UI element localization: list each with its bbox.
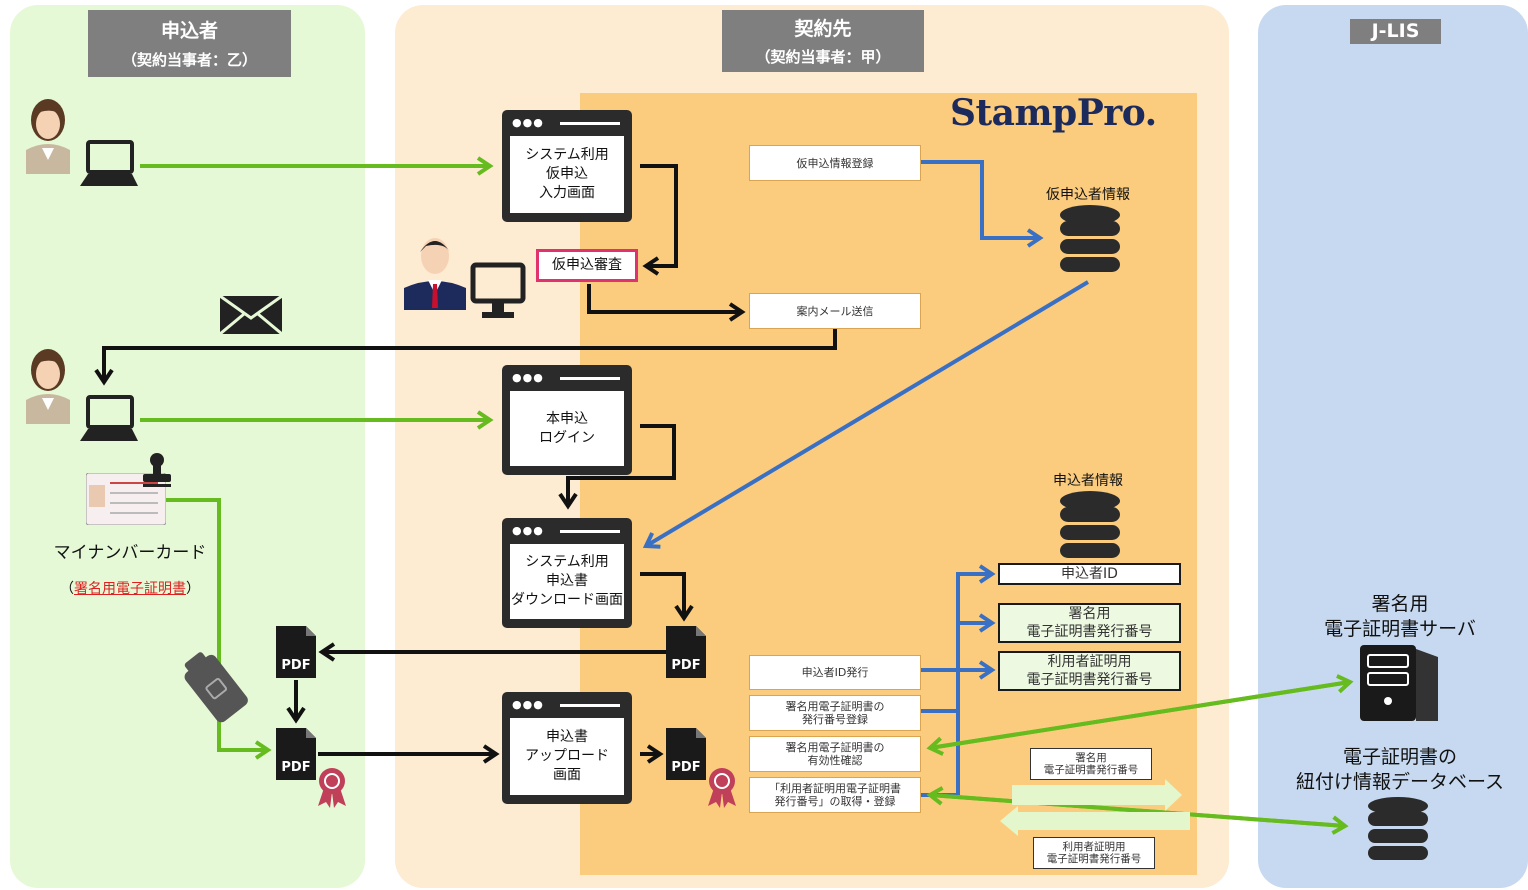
contractor-header-subtitle: （契約当事者：甲） — [755, 48, 891, 66]
applicant-db-icon — [1058, 490, 1122, 560]
screen-upload-label: 申込書 アップロード 画面 — [510, 718, 624, 795]
arrow-login-to-download — [558, 424, 676, 510]
transfer-arrow-right — [1012, 779, 1182, 811]
pdf-label: PDF — [671, 760, 701, 775]
field-user-cert-no: 利用者証明用 電子証明書発行番号 — [998, 651, 1181, 691]
pdf-label: PDF — [281, 658, 311, 673]
pdf-icon-download: PDF — [666, 626, 706, 678]
arrow-to-pdf — [640, 572, 694, 622]
arrow-card-to-pdf — [166, 498, 272, 760]
stamp-icon — [140, 452, 174, 488]
arrow-db-to-download — [642, 280, 1090, 549]
monitor-icon — [470, 262, 526, 322]
step-temp-register: 仮申込情報登録 — [749, 145, 921, 181]
ribbon-icon-1 — [314, 766, 350, 808]
temp-applicant-db-icon — [1058, 204, 1122, 274]
mail-icon — [219, 294, 283, 336]
screen-upload: ●●● 申込書 アップロード 画面 — [502, 692, 632, 804]
pdf-icon-applicant-2: PDF — [276, 728, 316, 780]
contractor-header: 契約先 （契約当事者：甲） — [722, 10, 924, 72]
screen-download: ●●● システム利用 申込書 ダウンロード画面 — [502, 518, 632, 628]
ribbon-icon-2 — [704, 766, 740, 808]
pdf-icon-applicant-1: PDF — [276, 626, 316, 678]
applicant-header: 申込者 （契約当事者：乙） — [88, 10, 291, 77]
screen-temp-entry: ●●● システム利用 仮申込 入力画面 — [502, 110, 632, 222]
applicant-avatar-2 — [18, 338, 78, 424]
applicant-header-subtitle: （契約当事者：乙） — [121, 51, 257, 69]
card-reader-icon — [178, 648, 252, 726]
card-sub-suffix: ） — [186, 581, 200, 597]
laptop-icon-2 — [78, 395, 138, 445]
transfer-sign-no: 署名用 電子証明書発行番号 — [1030, 748, 1152, 780]
contractor-header-title: 契約先 — [794, 18, 852, 40]
link-db-label: 電子証明書の 紐付け情報データベース — [1295, 746, 1505, 793]
jlis-header-title: J-LIS — [1371, 20, 1420, 42]
arrow-to-temp-db — [920, 160, 1044, 248]
jlis-column — [1258, 5, 1528, 888]
card-sub-prefix: （ — [60, 581, 74, 597]
screen-main-login-label: 本申込 ログイン — [510, 391, 624, 466]
screen-main-login: ●●● 本申込 ログイン — [502, 365, 632, 475]
arrow-mail-to-applicant — [94, 328, 837, 386]
field-applicant-id: 申込者ID — [998, 563, 1181, 585]
jlis-header: J-LIS — [1350, 19, 1441, 44]
screen-temp-entry-label: システム利用 仮申込 入力画面 — [510, 136, 624, 213]
screen-download-label: システム利用 申込書 ダウンロード画面 — [510, 544, 624, 619]
step-sign-cert-register: 署名用電子証明書の 発行番号登録 — [749, 695, 921, 731]
server-icon — [1358, 643, 1442, 723]
step-guide-mail: 案内メール送信 — [749, 293, 921, 329]
applicant-db-label: 申込者情報 — [1053, 473, 1123, 489]
sign-server-label: 署名用 電子証明書サーバ — [1324, 593, 1476, 640]
stamppro-logo: StampPro. — [950, 92, 1157, 134]
mynumber-card-label: マイナンバーカード — [53, 543, 207, 563]
review-box: 仮申込審査 — [536, 249, 638, 282]
step-id-issue: 申込者ID発行 — [749, 655, 921, 690]
applicant-header-title: 申込者 — [160, 20, 218, 42]
arrow-to-review — [640, 164, 678, 276]
operator-avatar — [400, 222, 470, 310]
transfer-user-no: 利用者証明用 電子証明書発行番号 — [1033, 837, 1155, 869]
transfer-arrow-left — [1000, 806, 1190, 836]
arrow-to-mail — [587, 284, 746, 322]
temp-applicant-db-label: 仮申込者情報 — [1046, 187, 1130, 203]
pdf-icon-upload: PDF — [666, 728, 706, 780]
pdf-label: PDF — [671, 658, 701, 673]
card-sub-link: 署名用電子証明書 — [74, 581, 186, 597]
mynumber-card-sub: （署名用電子証明書） — [40, 562, 220, 598]
field-sign-cert-no: 署名用 電子証明書発行番号 — [998, 603, 1181, 643]
laptop-icon-1 — [78, 140, 138, 190]
step-sign-cert-validity: 署名用電子証明書の 有効性確認 — [749, 736, 921, 772]
link-db-icon — [1366, 796, 1430, 862]
applicant-avatar-1 — [18, 88, 78, 174]
step-user-cert-register: 「利用者証明用電子証明書 発行番号」の取得・登録 — [749, 777, 921, 813]
pdf-label: PDF — [281, 760, 311, 775]
